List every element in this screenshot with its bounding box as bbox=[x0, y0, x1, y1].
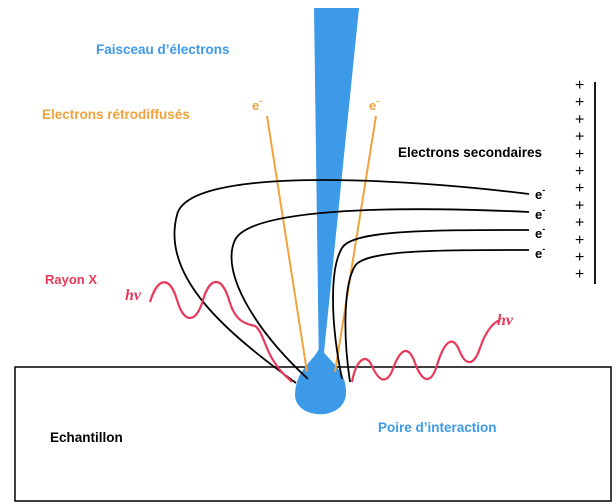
plus-charge: + bbox=[575, 232, 584, 249]
secondary-path-4 bbox=[344, 249, 530, 383]
plus-charge: + bbox=[575, 111, 584, 128]
backscattered-label: Electrons rétrodiffusés bbox=[42, 107, 190, 122]
backscattered-electron-symbol-right: e- bbox=[369, 96, 379, 113]
interaction-label: Poire d’interaction bbox=[378, 420, 497, 435]
secondary-path-2 bbox=[230, 208, 530, 380]
secondary-electron-symbols: e- e- e- e- bbox=[535, 185, 545, 261]
secondary-electron-symbol: e- bbox=[535, 185, 545, 202]
backscattered-electron-symbol-left: e- bbox=[252, 96, 262, 113]
photon-symbol-left: hν bbox=[125, 287, 142, 304]
plus-charge: + bbox=[575, 129, 584, 146]
xray-label: Rayon X bbox=[45, 272, 97, 287]
secondary-path-1 bbox=[173, 179, 530, 384]
photon-symbol-right: hν bbox=[497, 312, 514, 329]
plus-charge: + bbox=[575, 77, 584, 94]
plus-charge: + bbox=[575, 94, 584, 111]
secondary-path-3 bbox=[332, 229, 530, 380]
secondary-electron-paths bbox=[173, 179, 530, 384]
electron-beam bbox=[314, 8, 359, 372]
backscattered-ray-right bbox=[334, 115, 377, 373]
plus-charge: + bbox=[575, 266, 584, 283]
secondary-label: Electrons secondaires bbox=[398, 145, 542, 160]
plus-charge: + bbox=[575, 163, 584, 180]
plus-charge: + bbox=[575, 197, 584, 214]
plus-charge: + bbox=[575, 146, 584, 163]
secondary-electron-symbol: e- bbox=[535, 205, 545, 222]
plus-charge: + bbox=[575, 215, 584, 232]
xray-wave-right bbox=[350, 318, 501, 383]
positive-charges: ++++++++++++ bbox=[575, 77, 584, 283]
secondary-electron-symbol: e- bbox=[535, 244, 545, 261]
secondary-electron-symbol: e- bbox=[535, 224, 545, 241]
sample-label: Echantillon bbox=[50, 430, 123, 445]
xray-wave-left bbox=[148, 280, 293, 383]
backscattered-ray-left bbox=[266, 115, 308, 373]
interaction-pear bbox=[294, 346, 347, 415]
plus-charge: + bbox=[575, 249, 584, 266]
plus-charge: + bbox=[575, 180, 584, 197]
beam-label: Faisceau d’électrons bbox=[96, 42, 230, 57]
